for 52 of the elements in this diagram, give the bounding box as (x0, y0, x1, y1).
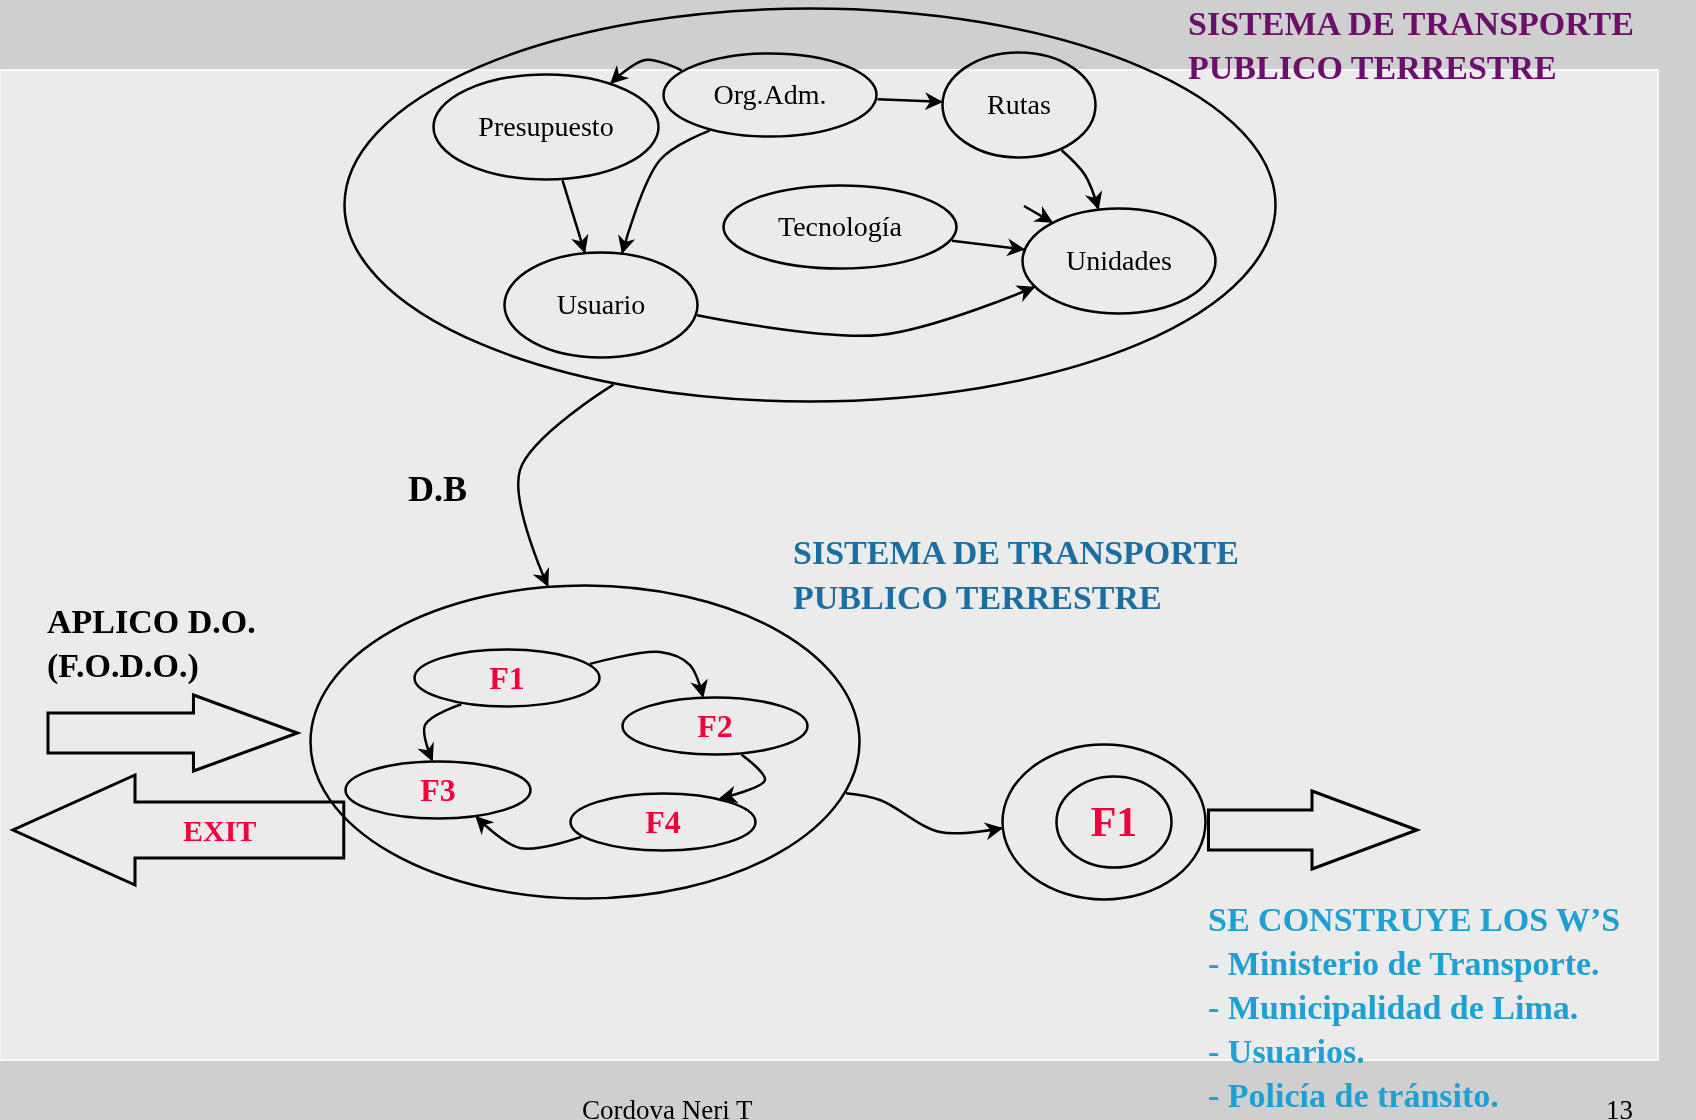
section-heading: SISTEMA DE TRANSPORTE PUBLICO TERRESTRE (793, 533, 1240, 618)
arrow (718, 753, 767, 804)
arrow (618, 129, 711, 255)
ellipse-node (432, 73, 660, 181)
ellipse-node (662, 52, 878, 138)
page-number: 13 (1606, 1094, 1633, 1120)
ellipse-node (941, 51, 1097, 159)
arrow (951, 238, 1026, 257)
block-arrow (46, 692, 302, 774)
arrow (561, 180, 589, 254)
node-label: Usuario (556, 289, 646, 321)
ellipse-node (569, 792, 757, 852)
note-text: - Ministerio de Transporte. (1208, 944, 1600, 984)
node-label: Presupuesto (478, 111, 614, 143)
ellipse (1001, 743, 1207, 901)
edge-label: APLICO D.O. (F.O.D.O.) (47, 602, 257, 687)
arrow (417, 703, 462, 762)
edge-label: EXIT (183, 813, 257, 849)
note-text: SE CONSTRUYE LOS W’S (1208, 900, 1621, 940)
ellipse-node (1055, 775, 1173, 869)
node-label: Unidades (1066, 245, 1172, 277)
edge-label: D.B (408, 468, 467, 511)
ellipse-node (722, 184, 958, 270)
block-arrow (1206, 788, 1422, 872)
block-arrow (9, 772, 346, 888)
function-label: F3 (420, 771, 456, 809)
note-text: - Usuarios. (1208, 1032, 1365, 1072)
arrow (610, 58, 683, 84)
function-label: F2 (697, 707, 733, 745)
arrow (877, 92, 943, 111)
arrow (1060, 149, 1103, 210)
node-label: Rutas (987, 89, 1051, 121)
function-label: F4 (645, 803, 681, 841)
arrow (517, 383, 615, 588)
function-label: F1 (1090, 798, 1138, 846)
footer-text: Cordova Neri T (582, 1094, 753, 1120)
arrow (696, 285, 1036, 337)
node-label: Org.Adm. (713, 79, 827, 111)
note-text: - Policía de tránsito. (1208, 1076, 1499, 1116)
arrow (589, 650, 708, 698)
ellipse-node (413, 648, 601, 708)
arrow (475, 816, 582, 850)
ellipse-node (344, 760, 532, 820)
ellipse-node (503, 251, 699, 359)
title: SISTEMA DE TRANSPORTE PUBLICO TERRESTRE (1188, 4, 1635, 88)
function-label: F1 (489, 659, 525, 697)
note-text: - Municipalidad de Lima. (1208, 988, 1579, 1028)
arrow (1023, 204, 1053, 223)
arrow (845, 792, 1004, 841)
ellipse-node (621, 696, 809, 756)
node-label: Tecnología (778, 211, 902, 243)
ellipse-node (1021, 207, 1217, 315)
